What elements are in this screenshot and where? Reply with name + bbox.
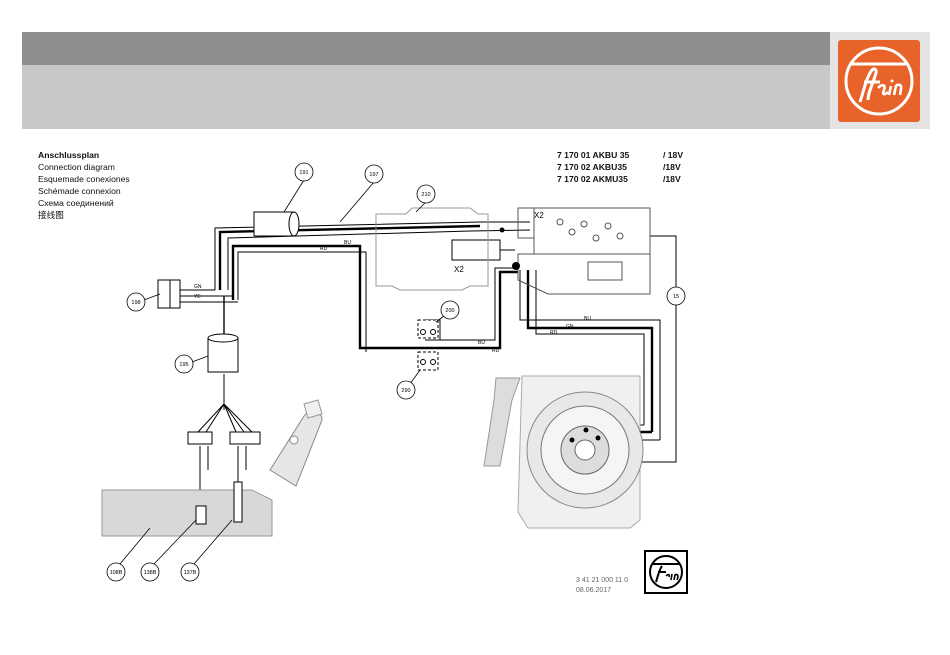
wire-label-rd-3: RD bbox=[550, 330, 558, 336]
callout-290 bbox=[397, 370, 420, 399]
callout-200-label: 200 bbox=[445, 308, 454, 314]
callout-137-label: 137B bbox=[184, 570, 197, 576]
callout-210-label: 210 bbox=[421, 192, 430, 198]
callout-15-label: 15 bbox=[673, 294, 679, 300]
wire-label-ye: YE bbox=[194, 294, 201, 300]
wire-label-gn-2: GN bbox=[566, 324, 574, 330]
doc-number: 3 41 21 000 11 0 bbox=[576, 576, 628, 586]
callout-191-label: 191 bbox=[299, 170, 308, 176]
connector-label-x2: X2 bbox=[454, 265, 464, 274]
connector-label-x2-top: X2 bbox=[534, 211, 544, 220]
document-info: 3 41 21 000 11 0 08.06.2017 bbox=[576, 576, 628, 596]
wire-label-bu-3: BU bbox=[584, 316, 591, 322]
callout-138-label: 138B bbox=[144, 570, 157, 576]
wire-label-rd-2: RD bbox=[492, 348, 500, 354]
callout-108-label: 108B bbox=[110, 570, 123, 576]
wire-label-bu: BU bbox=[344, 240, 351, 246]
callout-210 bbox=[416, 185, 435, 212]
doc-date: 08.06.2017 bbox=[576, 586, 628, 596]
callout-197-label: 197 bbox=[369, 172, 378, 178]
callout-198-label: 198 bbox=[131, 300, 140, 306]
wire-label-rd: RD bbox=[320, 246, 328, 252]
wire-label-bu-2: BU bbox=[478, 340, 485, 346]
callout-195-label: 195 bbox=[179, 362, 188, 368]
wire-label-gn: GN bbox=[194, 284, 202, 290]
fein-stamp bbox=[644, 550, 688, 594]
fein-stamp-icon bbox=[644, 550, 688, 594]
callout-290-label: 290 bbox=[401, 388, 410, 394]
